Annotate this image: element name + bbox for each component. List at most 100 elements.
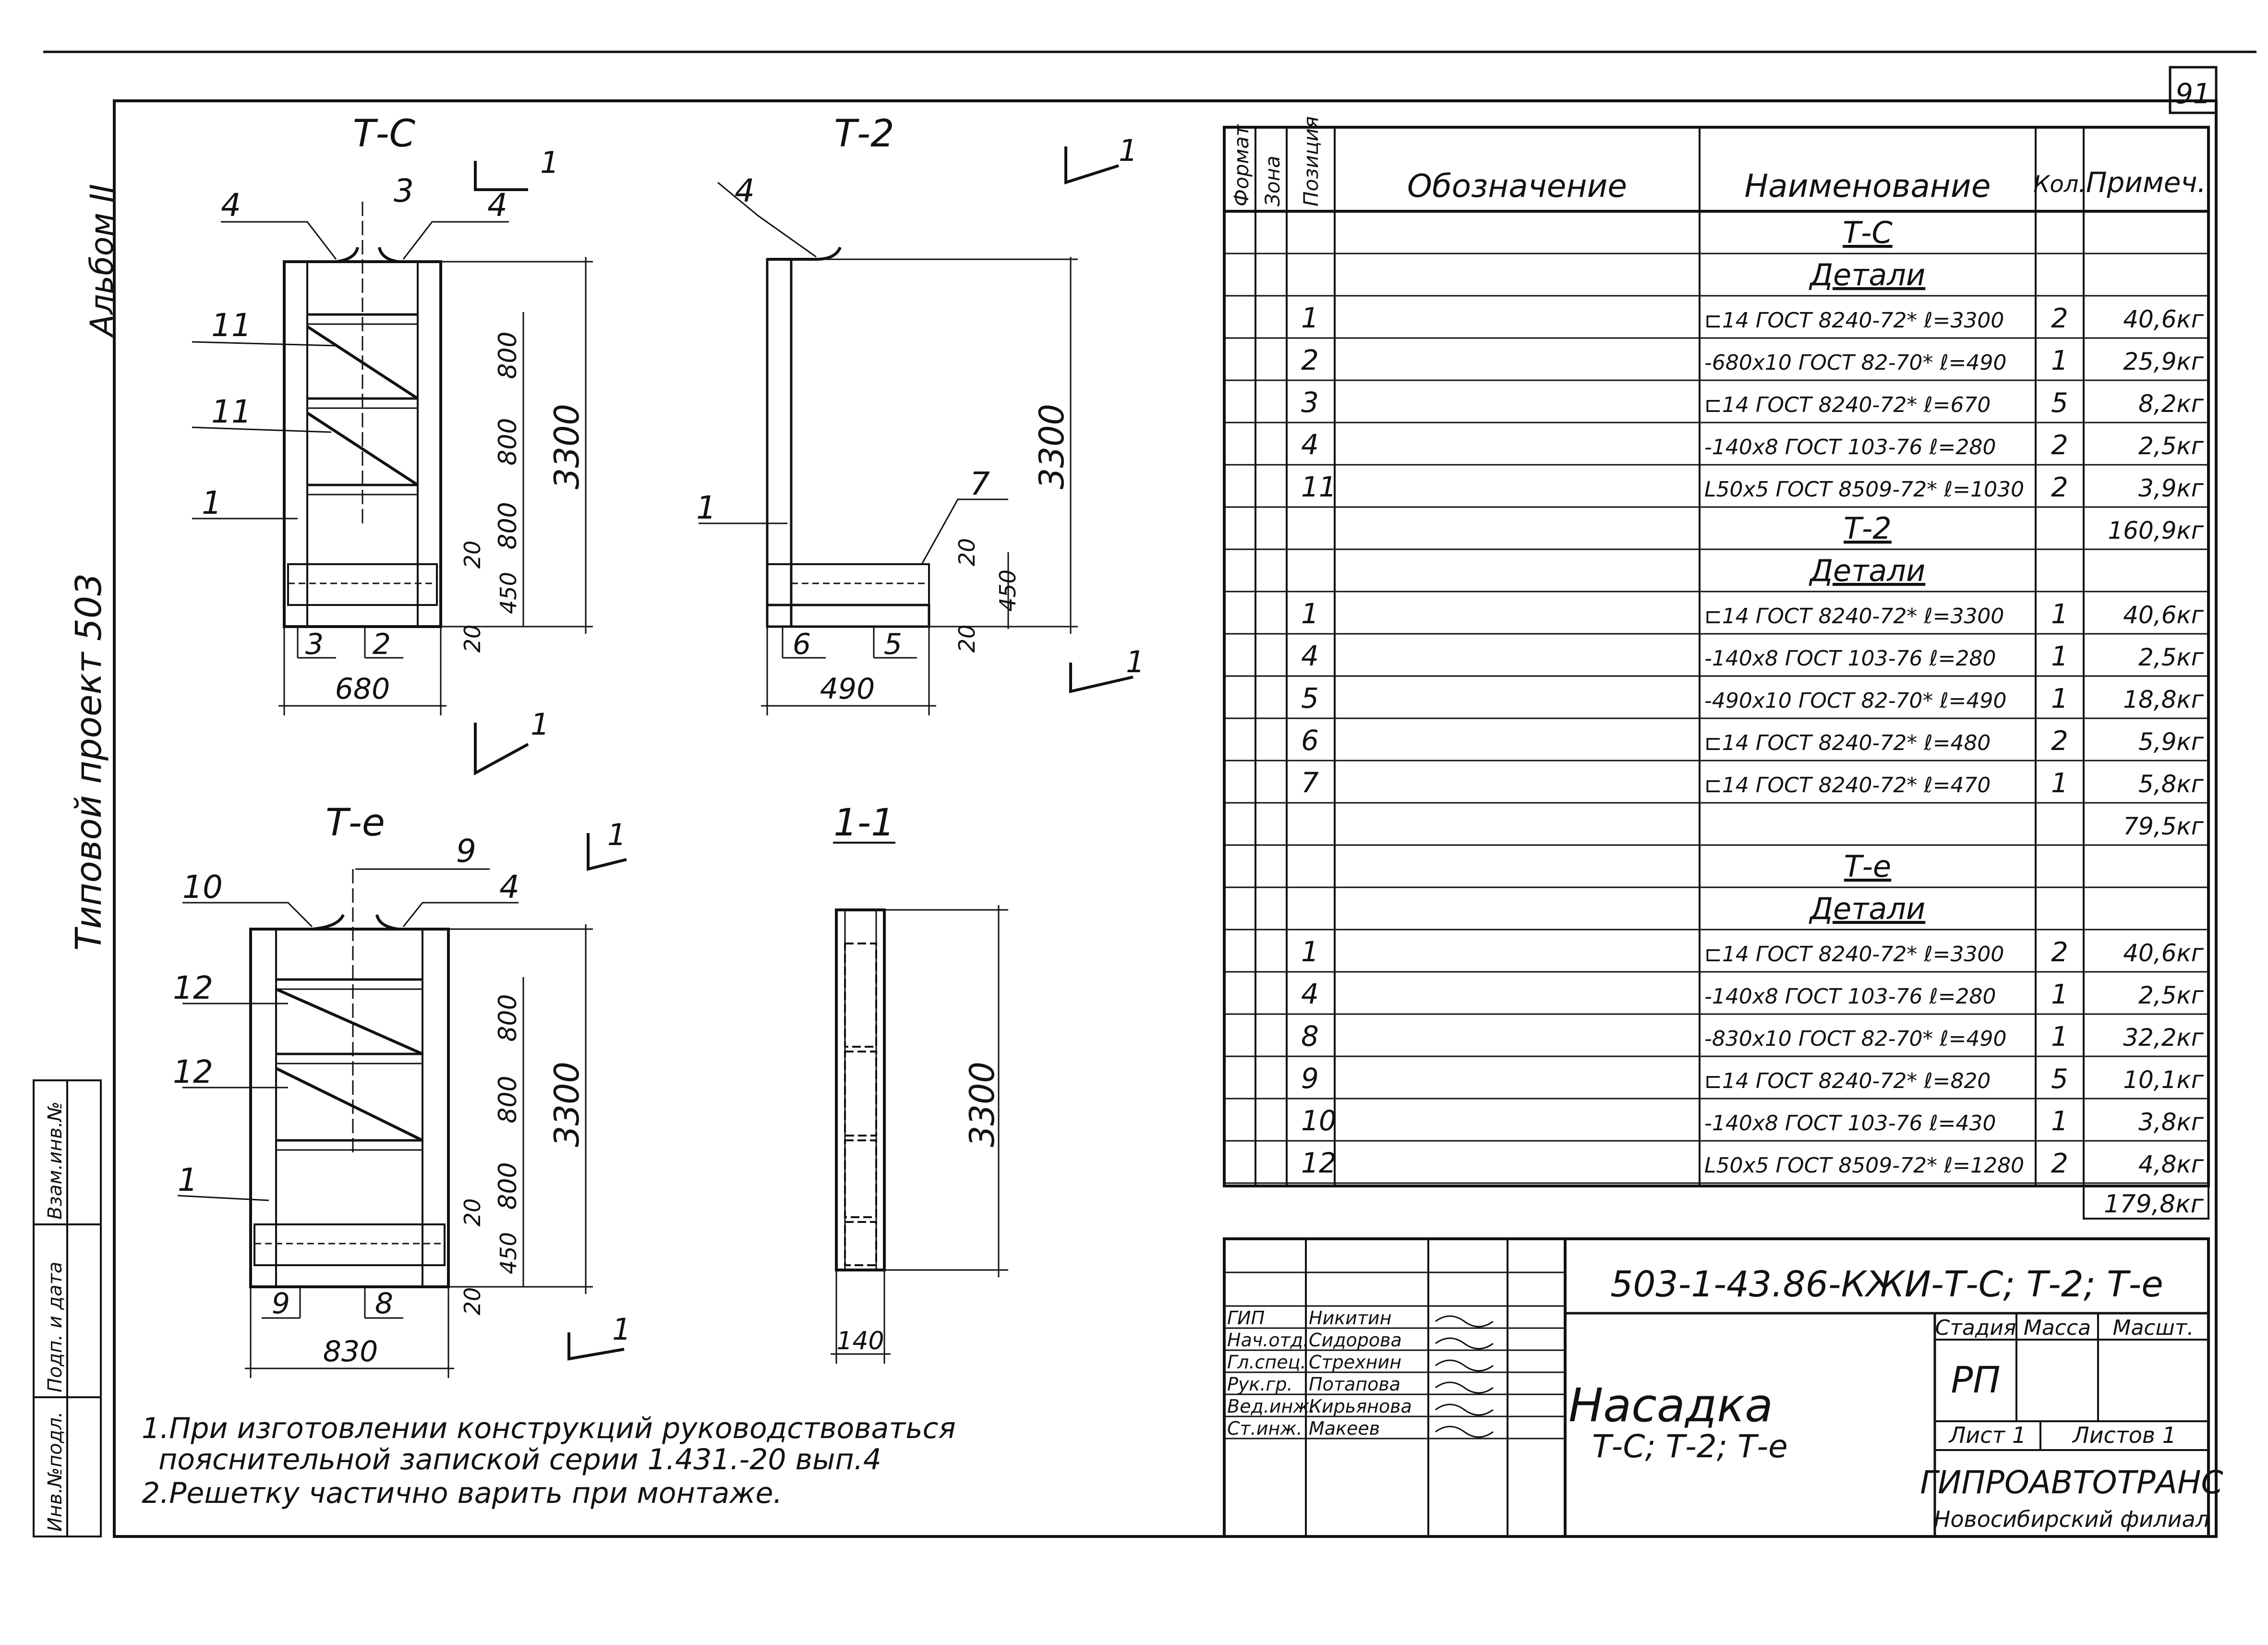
drawing-t2: Т-2 4 1 7 6 5 490 3300 20 450 20 1 1 (696, 112, 1145, 715)
spec-row-qty: 2 (2051, 726, 2068, 757)
spec-row-note: 5,9кг (2138, 728, 2204, 756)
spec-row-name: Т-2 (1844, 511, 1892, 546)
spec-table: Формат Зона Позиция Обозначение Наименов… (1223, 116, 2210, 1220)
people-name: Потапова (1309, 1374, 1400, 1395)
spec-row-qty: 1 (2051, 1021, 2068, 1052)
t2-title: Т-2 (834, 112, 894, 156)
te-pos-4: 4 (499, 869, 519, 906)
spec-row-pos: 7 (1301, 766, 1319, 799)
spec-row-name: -680х10 ГОСТ 82-70* ℓ=490 (1704, 351, 2006, 375)
spec-row-qty: 1 (2051, 683, 2068, 714)
t2-pos-5: 5 (884, 628, 902, 661)
people-role: Ст.инж. (1227, 1418, 1303, 1439)
tc-sp-2: 800 (494, 418, 522, 465)
spec-row-name: -490х10 ГОСТ 82-70* ℓ=490 (1704, 689, 2006, 713)
note-line-1: 1.При изготовлении конструкций руководст… (142, 1412, 956, 1445)
people-name: Макеев (1309, 1418, 1380, 1439)
t2-pos-6: 6 (793, 628, 811, 661)
stamp-replace: Взам.инв.№ (44, 1101, 66, 1220)
spec-row-name: ⊏14 ГОСТ 8240-72* ℓ=3300 (1704, 942, 2004, 967)
spec-row-name: ⊏14 ГОСТ 8240-72* ℓ=480 (1704, 731, 1991, 755)
t2-pos-4: 4 (735, 172, 755, 209)
spec-row-qty: 1 (2051, 768, 2068, 799)
title-block: 503-1-43.86-КЖИ-Т-С; Т-2; Т-е Насадка Т-… (1223, 1237, 2223, 1538)
people-role: Рук.гр. (1227, 1374, 1293, 1395)
spec-row-note: 40,6кг (2123, 305, 2204, 333)
spec-row-qty: 2 (2051, 303, 2068, 334)
signature-mark (1435, 1381, 1494, 1394)
spec-row-pos: 1 (1301, 302, 1319, 334)
t2-cut-bottom: 1 (1126, 644, 1145, 679)
t2-height: 3300 (1032, 404, 1072, 489)
spec-row-note: 10,1кг (2123, 1066, 2204, 1094)
spec-row-note: 79,5кг (2123, 812, 2204, 840)
spec-row-qty: 2 (2051, 430, 2068, 461)
te-sp-1: 800 (494, 994, 522, 1041)
spec-row-qty: 1 (2051, 599, 2068, 630)
spec-total: 179,8кг (2104, 1190, 2204, 1219)
tc-pos-3: 3 (394, 172, 414, 209)
drawing-te: Т-е 10 9 4 12 12 1 9 8 (173, 801, 631, 1378)
spec-row-pos: 12 (1301, 1147, 1337, 1179)
spec-row-note: 40,6кг (2123, 939, 2204, 967)
hdr-position: Позиция (1299, 116, 1323, 206)
te-pos-1: 1 (178, 1161, 198, 1198)
hdr-format: Формат (1230, 124, 1253, 206)
spec-row-name: ⊏14 ГОСТ 8240-72* ℓ=3300 (1704, 604, 2004, 629)
tc-title: Т-С (353, 112, 416, 156)
stage-value: РП (1951, 1358, 2001, 1401)
tc-cut-top: 1 (540, 145, 559, 180)
spec-row-pos: 1 (1301, 597, 1319, 630)
spec-row-name: Детали (1809, 553, 1926, 588)
tc-sp-4: 450 (495, 572, 521, 614)
t2-width: 490 (820, 672, 875, 706)
hdr-zone: Зона (1261, 156, 1284, 206)
spec-row-note: 8,2кг (2138, 390, 2204, 418)
hdr-name: Наименование (1745, 168, 1991, 205)
te-sp-6: 20 (459, 1287, 485, 1316)
te-height: 3300 (547, 1062, 587, 1147)
drawing-section: 1-1 3300 140 (831, 801, 1008, 1364)
stage-label: Стадия (1935, 1316, 2016, 1340)
scale-label: Масшт. (2113, 1316, 2194, 1340)
t2-sp-2: 450 (995, 569, 1021, 612)
spec-row-qty: 1 (2051, 1106, 2068, 1137)
section-title: 1-1 (833, 801, 894, 845)
page-number-box: 91 (2169, 66, 2218, 114)
people-name: Сидорова (1309, 1330, 1402, 1351)
spec-row-note: 160,9кг (2108, 517, 2204, 544)
tc-width: 680 (335, 672, 390, 706)
tc-pos-2: 2 (373, 628, 391, 661)
side-project: Типовой проект 503 (68, 573, 109, 951)
spec-row-pos: 5 (1301, 682, 1319, 714)
side-stamp: Инв.№подл. Подп. и дата Взам.инв.№ (33, 1079, 102, 1537)
spec-row-name: L50х5 ГОСТ 8509-72* ℓ=1030 (1704, 477, 2024, 502)
signature-mark (1435, 1337, 1494, 1350)
spec-row-note: 18,8кг (2123, 686, 2204, 714)
org-name: ГИПРОАВТОТРАНС (1920, 1464, 2223, 1501)
section-width: 140 (836, 1327, 884, 1355)
tc-pos-1: 1 (202, 484, 222, 521)
hdr-note: Примеч. (2086, 166, 2206, 199)
spec-row-note: 3,9кг (2138, 474, 2204, 502)
tc-pos-4a: 4 (221, 187, 241, 224)
spec-row-pos: 6 (1301, 724, 1319, 757)
people-role: Нач.отд. (1227, 1330, 1309, 1351)
tc-sp-3: 800 (494, 502, 522, 549)
people-name: Никитин (1309, 1307, 1392, 1329)
spec-row-qty: 2 (2051, 1148, 2068, 1179)
spec-row-note: 40,6кг (2123, 601, 2204, 629)
te-cut-top: 1 (607, 817, 626, 852)
doc-code: 503-1-43.86-КЖИ-Т-С; Т-2; Т-е (1610, 1264, 2163, 1305)
spec-row-qty: 1 (2051, 641, 2068, 672)
spec-row-qty: 5 (2051, 1064, 2068, 1095)
stamp-sign: Подп. и дата (44, 1262, 66, 1392)
signature-mark (1435, 1426, 1494, 1438)
spec-row-pos: 4 (1301, 428, 1319, 461)
tc-pos-11b: 11 (211, 393, 252, 430)
spec-row-name: ⊏14 ГОСТ 8240-72* ℓ=3300 (1704, 308, 2004, 333)
people-role: Вед.инж. (1227, 1396, 1315, 1417)
spec-row-note: 2,5кг (2138, 432, 2204, 460)
te-cut-bottom: 1 (612, 1312, 631, 1347)
t2-cut-top: 1 (1119, 133, 1137, 168)
